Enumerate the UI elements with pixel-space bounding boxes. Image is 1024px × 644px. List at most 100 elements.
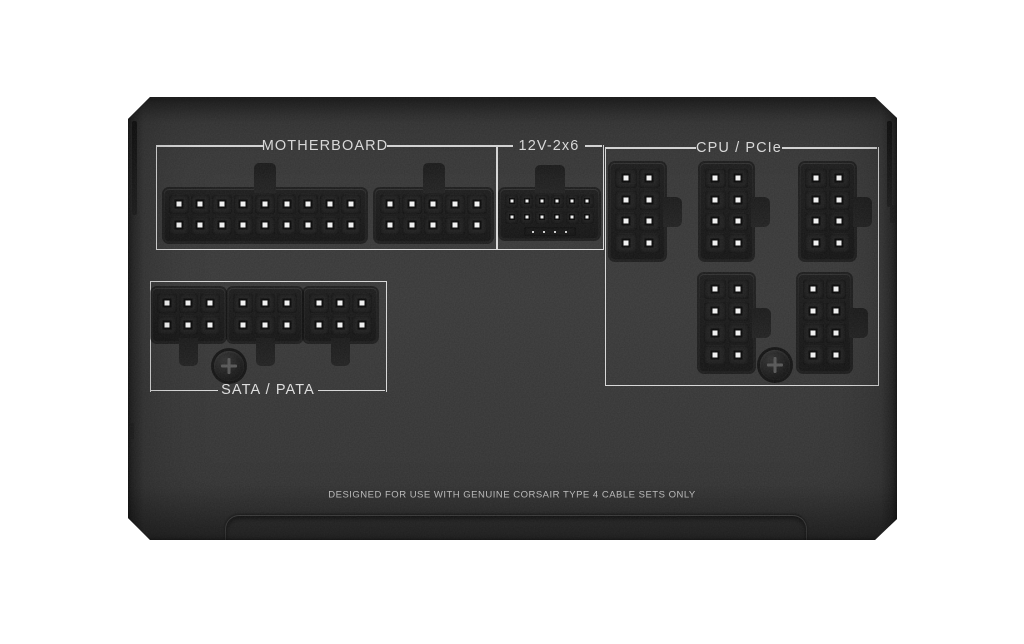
pin-socket	[805, 168, 827, 188]
pin-socket	[380, 194, 400, 214]
pin-socket	[805, 233, 827, 253]
pin-socket	[467, 215, 487, 235]
pin-socket	[580, 210, 594, 224]
pin-socket	[277, 293, 297, 313]
pin-socket	[638, 189, 660, 210]
phillips-screw	[760, 350, 790, 380]
pin-socket	[638, 233, 660, 253]
pin-socket	[638, 211, 660, 232]
pin-grid	[803, 279, 846, 365]
connector-sata-1	[152, 288, 225, 366]
pin-socket	[705, 233, 726, 253]
pin-socket	[704, 323, 726, 343]
cpu-pcie-section-outline	[605, 147, 879, 386]
pin-socket	[255, 215, 275, 235]
pin-grid	[805, 168, 850, 253]
pin-socket	[805, 211, 827, 232]
connector-cpu-pcie-1	[610, 163, 682, 260]
pin-socket	[352, 315, 372, 335]
phillips-screw	[214, 351, 244, 381]
pin-socket	[520, 194, 534, 208]
pin-socket	[520, 210, 534, 224]
pin-socket	[190, 215, 211, 235]
pin-socket	[276, 194, 297, 214]
pin-socket	[380, 215, 400, 235]
pin-socket	[169, 215, 189, 235]
connector-cpu-pcie-4	[699, 274, 771, 372]
pin-socket	[704, 279, 726, 299]
pin-socket	[535, 210, 549, 224]
motherboard-12v-divider	[496, 145, 498, 249]
left-edge-notch	[128, 423, 134, 439]
psu-cable-panel: MOTHERBOARD 12V-2x6 CPU / PCIe SATA / PA…	[128, 97, 897, 540]
pin-socket	[277, 315, 297, 335]
pin-grid	[505, 194, 594, 224]
pin-socket	[803, 279, 824, 299]
pin-grid	[705, 168, 748, 253]
bottom-recessed-lip	[225, 515, 807, 540]
pin-socket	[445, 194, 466, 214]
pin-grid	[157, 293, 220, 335]
pin-socket	[565, 194, 579, 208]
pin-socket	[330, 315, 351, 335]
pin-socket	[705, 211, 726, 232]
pin-socket	[255, 194, 275, 214]
pin-socket	[423, 215, 444, 235]
connector-12v-2x6	[500, 165, 599, 239]
pin-socket	[309, 293, 329, 313]
pin-grid	[704, 279, 749, 365]
pin-socket	[825, 345, 846, 365]
pin-socket	[157, 293, 177, 313]
pin-socket	[825, 323, 846, 343]
pin-socket	[615, 211, 637, 232]
pin-socket	[727, 345, 749, 365]
latch-tab	[534, 165, 565, 193]
latch-tab	[254, 163, 276, 193]
pin-socket	[828, 189, 850, 210]
pin-socket	[825, 279, 846, 299]
pin-socket	[704, 301, 726, 321]
pin-socket	[341, 215, 361, 235]
12v-2x6-section-label: 12V-2x6	[518, 138, 580, 154]
latch-tab	[663, 196, 682, 227]
sata-pata-section-outline	[150, 281, 387, 392]
cpu-pcie-section-label: CPU / PCIe	[696, 140, 782, 156]
sata-pata-section-label: SATA / PATA	[221, 382, 315, 398]
latch-tab	[179, 338, 198, 366]
pin-socket	[505, 210, 519, 224]
connector-sata-3	[304, 288, 377, 366]
pin-socket	[805, 189, 827, 210]
pin-socket	[298, 215, 318, 235]
pin-socket	[212, 194, 232, 214]
outline-segment	[150, 389, 218, 391]
pin-socket	[298, 194, 318, 214]
pin-socket	[704, 345, 726, 365]
pin-socket	[727, 233, 748, 253]
latch-tab	[422, 163, 445, 193]
pin-socket	[233, 315, 253, 335]
latch-tab	[751, 196, 770, 227]
right-edge-notch	[890, 205, 897, 223]
pin-socket	[200, 293, 220, 313]
pin-socket	[727, 211, 748, 232]
latch-tab	[331, 338, 350, 366]
pin-socket	[157, 315, 177, 335]
left-edge-slot	[132, 121, 137, 215]
pin-socket	[319, 215, 340, 235]
pin-socket	[233, 215, 254, 235]
pin-socket	[169, 194, 189, 214]
outline-segment	[605, 147, 696, 149]
motherboard-section-outline	[156, 145, 604, 250]
outline-segment	[585, 145, 602, 147]
pin-socket	[330, 293, 351, 313]
pin-socket	[550, 194, 564, 208]
sense-pin-row	[523, 227, 576, 236]
pin-socket	[212, 215, 232, 235]
pin-socket	[803, 323, 824, 343]
pin-grid	[309, 293, 372, 335]
outline-segment	[318, 389, 385, 391]
pin-socket	[825, 301, 846, 321]
pin-socket	[705, 189, 726, 210]
pin-socket	[550, 210, 564, 224]
pin-socket	[615, 233, 637, 253]
